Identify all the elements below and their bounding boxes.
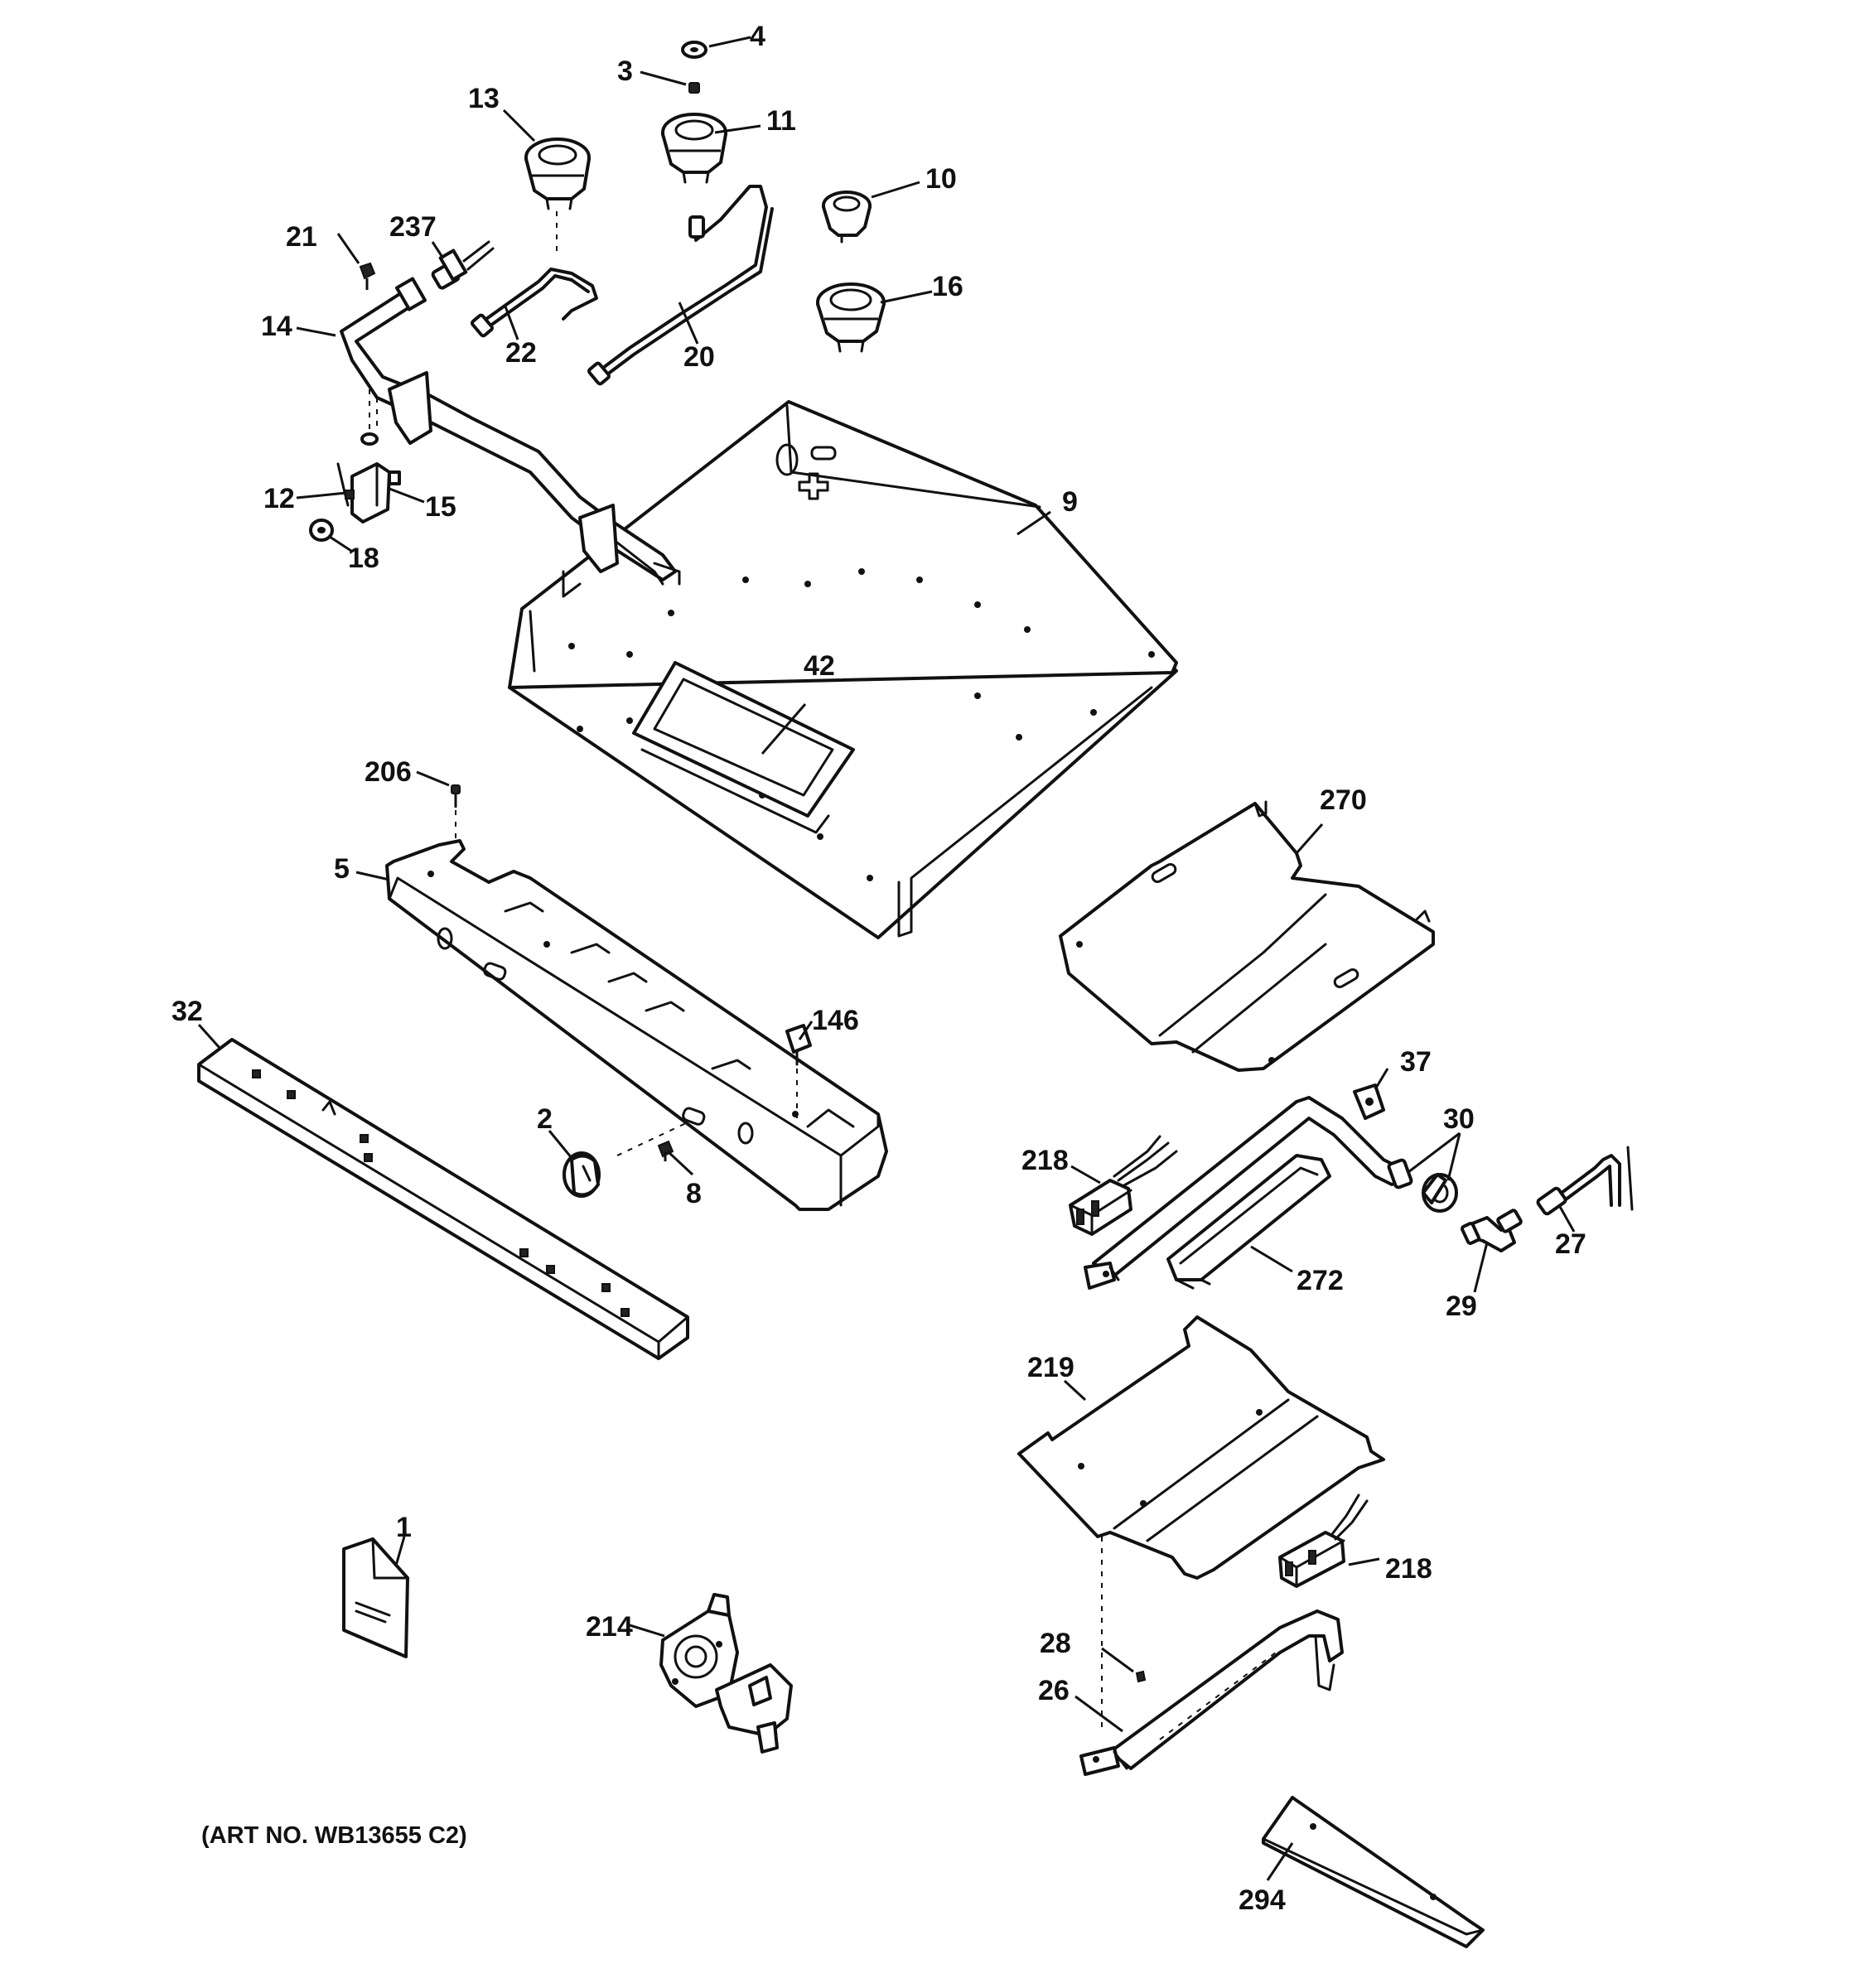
callout-labels: 13 11 3 4 10 16 21 237 14 22 20 12 15 18… xyxy=(171,21,1586,1916)
part-11-burner xyxy=(661,113,727,184)
part-237-fitting xyxy=(431,240,495,290)
part-12-bracket xyxy=(345,490,355,499)
part-21-screw xyxy=(359,262,376,290)
callout-13: 13 xyxy=(468,83,500,114)
callout-218-upper: 218 xyxy=(1021,1145,1069,1176)
callout-146: 146 xyxy=(812,1005,859,1036)
part-27-fitting xyxy=(1536,1146,1634,1216)
callout-206: 206 xyxy=(365,756,412,788)
callout-28: 28 xyxy=(1040,1628,1071,1659)
part-218-igniter-upper xyxy=(1069,1135,1178,1236)
part-22-pipe xyxy=(471,211,598,338)
callout-22: 22 xyxy=(505,337,537,369)
callout-9: 9 xyxy=(1062,486,1078,518)
part-42-cover xyxy=(632,661,855,834)
part-14-manifold xyxy=(340,277,681,586)
part-219-shield xyxy=(1017,1315,1385,1580)
callout-1: 1 xyxy=(396,1512,412,1543)
callout-18: 18 xyxy=(348,543,379,574)
part-30-fitting xyxy=(1387,1158,1458,1213)
callout-218-lower: 218 xyxy=(1385,1553,1432,1585)
part-18-nut xyxy=(309,519,334,542)
callout-32: 32 xyxy=(171,996,203,1027)
callout-29: 29 xyxy=(1446,1291,1477,1322)
part-270-shield xyxy=(1059,800,1435,1072)
callout-237: 237 xyxy=(389,211,437,243)
part-294-bracket xyxy=(1262,1796,1485,1948)
callout-16: 16 xyxy=(932,271,963,302)
callout-272: 272 xyxy=(1297,1265,1344,1296)
part-5-panel xyxy=(385,839,888,1211)
part-2-knob xyxy=(563,1151,601,1198)
part-272-burner-upper xyxy=(1084,1096,1406,1290)
callout-42: 42 xyxy=(804,650,835,682)
callout-21: 21 xyxy=(286,221,317,253)
callout-20: 20 xyxy=(683,341,715,373)
part-218-igniter-lower xyxy=(1278,1493,1369,1588)
part-206-screw xyxy=(451,784,461,841)
part-32-trim xyxy=(197,1038,689,1360)
art-number-caption: (ART NO. WB13655 C2) xyxy=(201,1822,467,1849)
callout-30: 30 xyxy=(1443,1103,1475,1135)
callout-15: 15 xyxy=(425,491,456,523)
callout-270: 270 xyxy=(1320,784,1367,816)
part-3-nut xyxy=(688,82,700,94)
leader-lines xyxy=(197,36,1576,1881)
callout-214: 214 xyxy=(586,1611,633,1643)
callout-12: 12 xyxy=(263,483,295,514)
callout-294: 294 xyxy=(1239,1884,1286,1916)
callout-3: 3 xyxy=(617,55,633,87)
callout-26: 26 xyxy=(1038,1675,1070,1706)
part-4-cap xyxy=(681,41,707,59)
callout-37: 37 xyxy=(1400,1046,1432,1078)
part-29-elbow xyxy=(1460,1209,1523,1252)
part-28-screw xyxy=(1101,1537,1147,1727)
part-37-bracket xyxy=(1353,1083,1385,1120)
callout-8: 8 xyxy=(686,1178,702,1209)
part-214-valve xyxy=(659,1593,793,1754)
part-20-pipe xyxy=(587,185,774,386)
part-1-literature xyxy=(342,1537,409,1658)
part-8-screw xyxy=(616,1122,688,1161)
callout-27: 27 xyxy=(1555,1228,1586,1260)
callout-14: 14 xyxy=(261,311,292,342)
part-10-burner xyxy=(822,191,872,244)
part-16-burner xyxy=(816,282,886,353)
callout-2: 2 xyxy=(537,1103,553,1135)
part-26-burner-lower xyxy=(1079,1609,1344,1776)
part-13-burner xyxy=(524,138,591,210)
callout-10: 10 xyxy=(925,163,957,195)
callout-4: 4 xyxy=(750,21,765,52)
callout-11: 11 xyxy=(766,105,796,137)
part-9-burner-box xyxy=(508,400,1178,939)
callout-219: 219 xyxy=(1027,1352,1074,1383)
callout-5: 5 xyxy=(334,853,350,885)
part-15-regulator xyxy=(336,389,401,524)
